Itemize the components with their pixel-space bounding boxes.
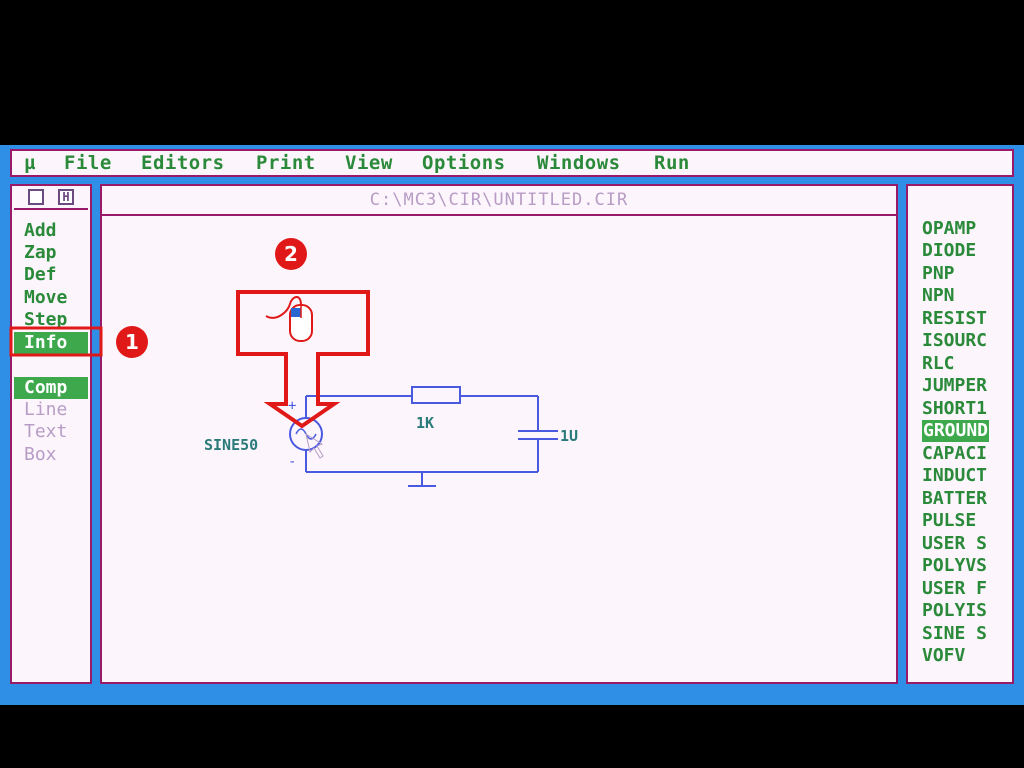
mouse-icon	[265, 296, 313, 342]
mode-comp[interactable]: Comp	[14, 377, 88, 399]
menu-options[interactable]: Options	[422, 152, 506, 174]
command-info[interactable]: Info	[14, 332, 88, 354]
component-item[interactable]: PULSE	[922, 510, 977, 531]
component-item[interactable]: POLYIS	[922, 600, 988, 621]
mode-box[interactable]: Box	[24, 444, 57, 465]
component-item[interactable]: DIODE	[922, 240, 977, 261]
mouse-cursor	[305, 432, 324, 459]
panel-window-controls: H	[14, 188, 88, 210]
step-2-badge: 2	[275, 238, 307, 270]
command-panel: H Add Zap Def Move Step Info Comp Line T…	[10, 184, 92, 684]
resistor-symbol[interactable]	[411, 386, 461, 404]
command-add[interactable]: Add	[24, 220, 57, 241]
component-item[interactable]: USER S	[922, 533, 988, 554]
command-move[interactable]: Move	[24, 287, 68, 308]
menu-editors[interactable]: Editors	[141, 152, 225, 174]
menu-print[interactable]: Print	[256, 152, 316, 174]
component-item-selected[interactable]: GROUND	[922, 420, 990, 442]
window-title: C:\MC3\CIR\UNTITLED.CIR	[102, 186, 896, 216]
component-item[interactable]: INDUCT	[922, 465, 988, 486]
component-item[interactable]: RLC	[922, 353, 955, 374]
source-label: SINE50	[204, 436, 258, 454]
mode-line[interactable]: Line	[24, 399, 68, 420]
component-item[interactable]: CAPACI	[922, 443, 988, 464]
command-def[interactable]: Def	[24, 264, 57, 285]
step-1-badge: 1	[116, 326, 148, 358]
capacitor-label: 1U	[560, 427, 578, 445]
callout-arrow	[236, 290, 370, 429]
component-item[interactable]: NPN	[922, 285, 955, 306]
component-item[interactable]: VOFV	[922, 645, 966, 666]
menu-file[interactable]: File	[64, 152, 112, 174]
component-item[interactable]: JUMPER	[922, 375, 988, 396]
component-item[interactable]: SHORT1	[922, 398, 988, 419]
component-item[interactable]: PNP	[922, 263, 955, 284]
window-restore-icon[interactable]	[28, 189, 44, 205]
command-zap[interactable]: Zap	[24, 242, 57, 263]
resistor-label: 1K	[416, 414, 434, 432]
plus-sign: +	[288, 398, 296, 414]
menu-system[interactable]: µ	[24, 152, 36, 174]
component-item[interactable]: BATTER	[922, 488, 988, 509]
command-step[interactable]: Step	[24, 309, 68, 330]
menu-run[interactable]: Run	[654, 152, 690, 174]
mode-text[interactable]: Text	[24, 421, 68, 442]
component-item[interactable]: RESIST	[922, 308, 988, 329]
menu-bar: µ File Editors Print View Options Window…	[10, 149, 1014, 177]
capacitor-symbol[interactable]	[518, 430, 558, 440]
component-item[interactable]: ISOURC	[922, 330, 988, 351]
component-item[interactable]: SINE S	[922, 623, 988, 644]
component-item[interactable]: USER F	[922, 578, 988, 599]
component-item[interactable]: OPAMP	[922, 218, 977, 239]
minus-sign: -	[288, 454, 296, 470]
help-icon[interactable]: H	[58, 189, 74, 205]
schematic-window: C:\MC3\CIR\UNTITLED.CIR	[100, 184, 898, 684]
info-highlight-box	[9, 326, 103, 357]
menu-windows[interactable]: Windows	[537, 152, 621, 174]
component-panel: OPAMP DIODE PNP NPN RESIST ISOURC RLC JU…	[906, 184, 1014, 684]
component-item[interactable]: POLYVS	[922, 555, 988, 576]
menu-view[interactable]: View	[345, 152, 393, 174]
circuit-wires	[305, 395, 539, 486]
